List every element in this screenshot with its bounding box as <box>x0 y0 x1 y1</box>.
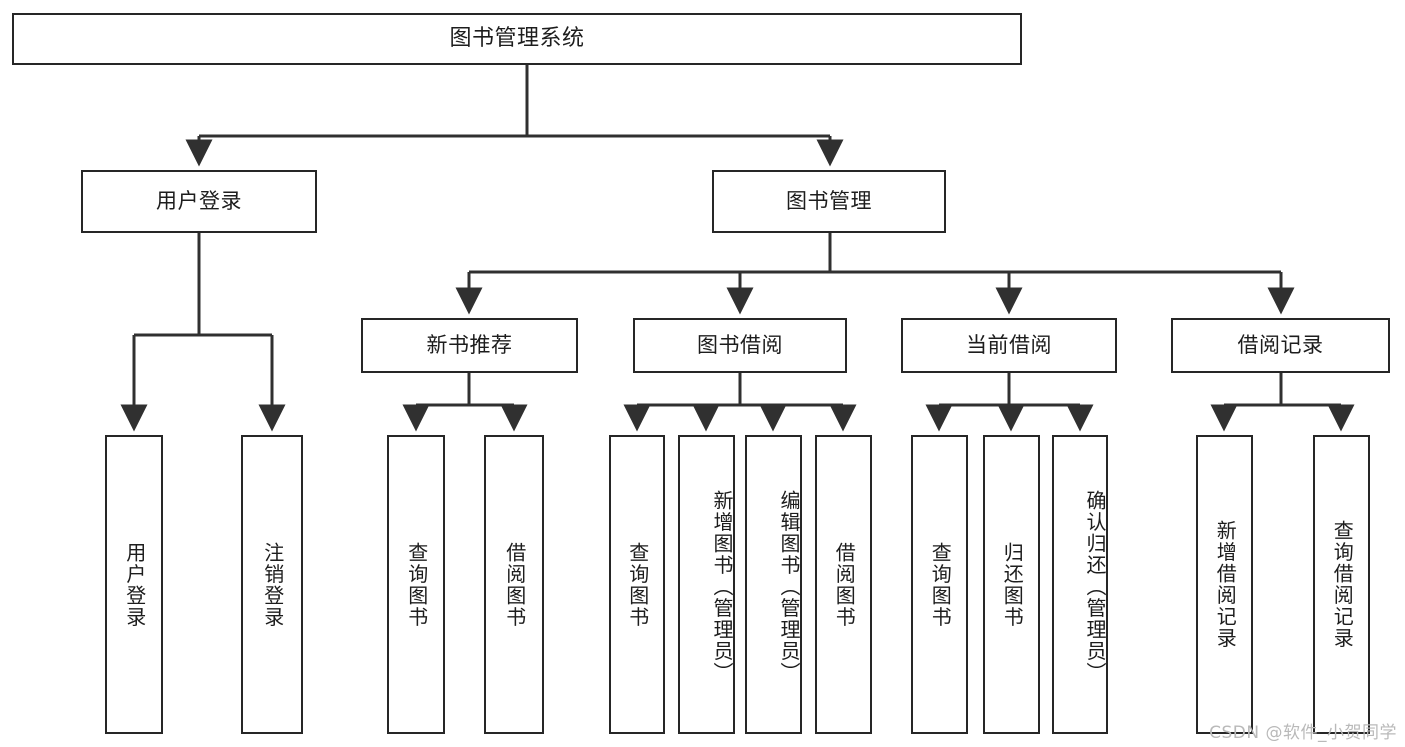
node-label: 用户登录 <box>156 188 242 213</box>
node-level2-0[interactable]: 用户登录 <box>81 170 317 233</box>
node-label: 查询图书 <box>404 541 429 628</box>
node-leaf-11[interactable]: 新增借阅记录 <box>1196 435 1253 734</box>
node-leaf-2[interactable]: 查询图书 <box>387 435 445 734</box>
node-label: 借阅图书 <box>832 541 857 628</box>
node-leaf-12[interactable]: 查询借阅记录 <box>1313 435 1370 734</box>
node-leaf-4[interactable]: 查询图书 <box>609 435 665 734</box>
node-label: 确认归还（管理员） <box>1083 489 1107 684</box>
node-leaf-9[interactable]: 归还图书 <box>983 435 1040 734</box>
node-level3-3[interactable]: 借阅记录 <box>1171 318 1390 373</box>
node-leaf-6[interactable]: 编辑图书（管理员） <box>745 435 802 734</box>
node-leaf-8[interactable]: 查询图书 <box>911 435 968 734</box>
node-leaf-1[interactable]: 注销登录 <box>241 435 303 734</box>
node-leaf-3[interactable]: 借阅图书 <box>484 435 544 734</box>
node-leaf-5[interactable]: 新增图书（管理员） <box>678 435 735 734</box>
node-level3-0[interactable]: 新书推荐 <box>361 318 578 373</box>
node-label: 查询图书 <box>625 541 650 628</box>
node-label: 图书管理系统 <box>449 25 585 51</box>
node-level3-2[interactable]: 当前借阅 <box>901 318 1117 373</box>
node-label: 借阅记录 <box>1237 332 1324 357</box>
node-label: 新增借阅记录 <box>1213 520 1238 649</box>
node-root[interactable]: 图书管理系统 <box>12 13 1022 65</box>
node-label: 用户登录 <box>122 541 147 628</box>
node-label: 编辑图书（管理员） <box>777 489 801 684</box>
node-label: 新书推荐 <box>426 332 513 357</box>
node-level3-1[interactable]: 图书借阅 <box>633 318 847 373</box>
node-leaf-10[interactable]: 确认归还（管理员） <box>1052 435 1108 734</box>
node-label: 归还图书 <box>1000 541 1025 628</box>
node-level2-1[interactable]: 图书管理 <box>712 170 946 233</box>
node-leaf-7[interactable]: 借阅图书 <box>815 435 872 734</box>
node-label: 查询借阅记录 <box>1330 520 1355 649</box>
watermark: CSDN @软件_小贺同学 <box>1209 723 1397 743</box>
node-label: 图书管理 <box>786 188 872 213</box>
node-label: 注销登录 <box>260 541 285 628</box>
node-label: 新增图书（管理员） <box>710 489 734 684</box>
node-label: 图书借阅 <box>697 332 783 357</box>
node-leaf-0[interactable]: 用户登录 <box>105 435 163 734</box>
node-label: 当前借阅 <box>966 332 1052 357</box>
node-label: 查询图书 <box>928 541 953 628</box>
node-label: 借阅图书 <box>502 541 527 628</box>
